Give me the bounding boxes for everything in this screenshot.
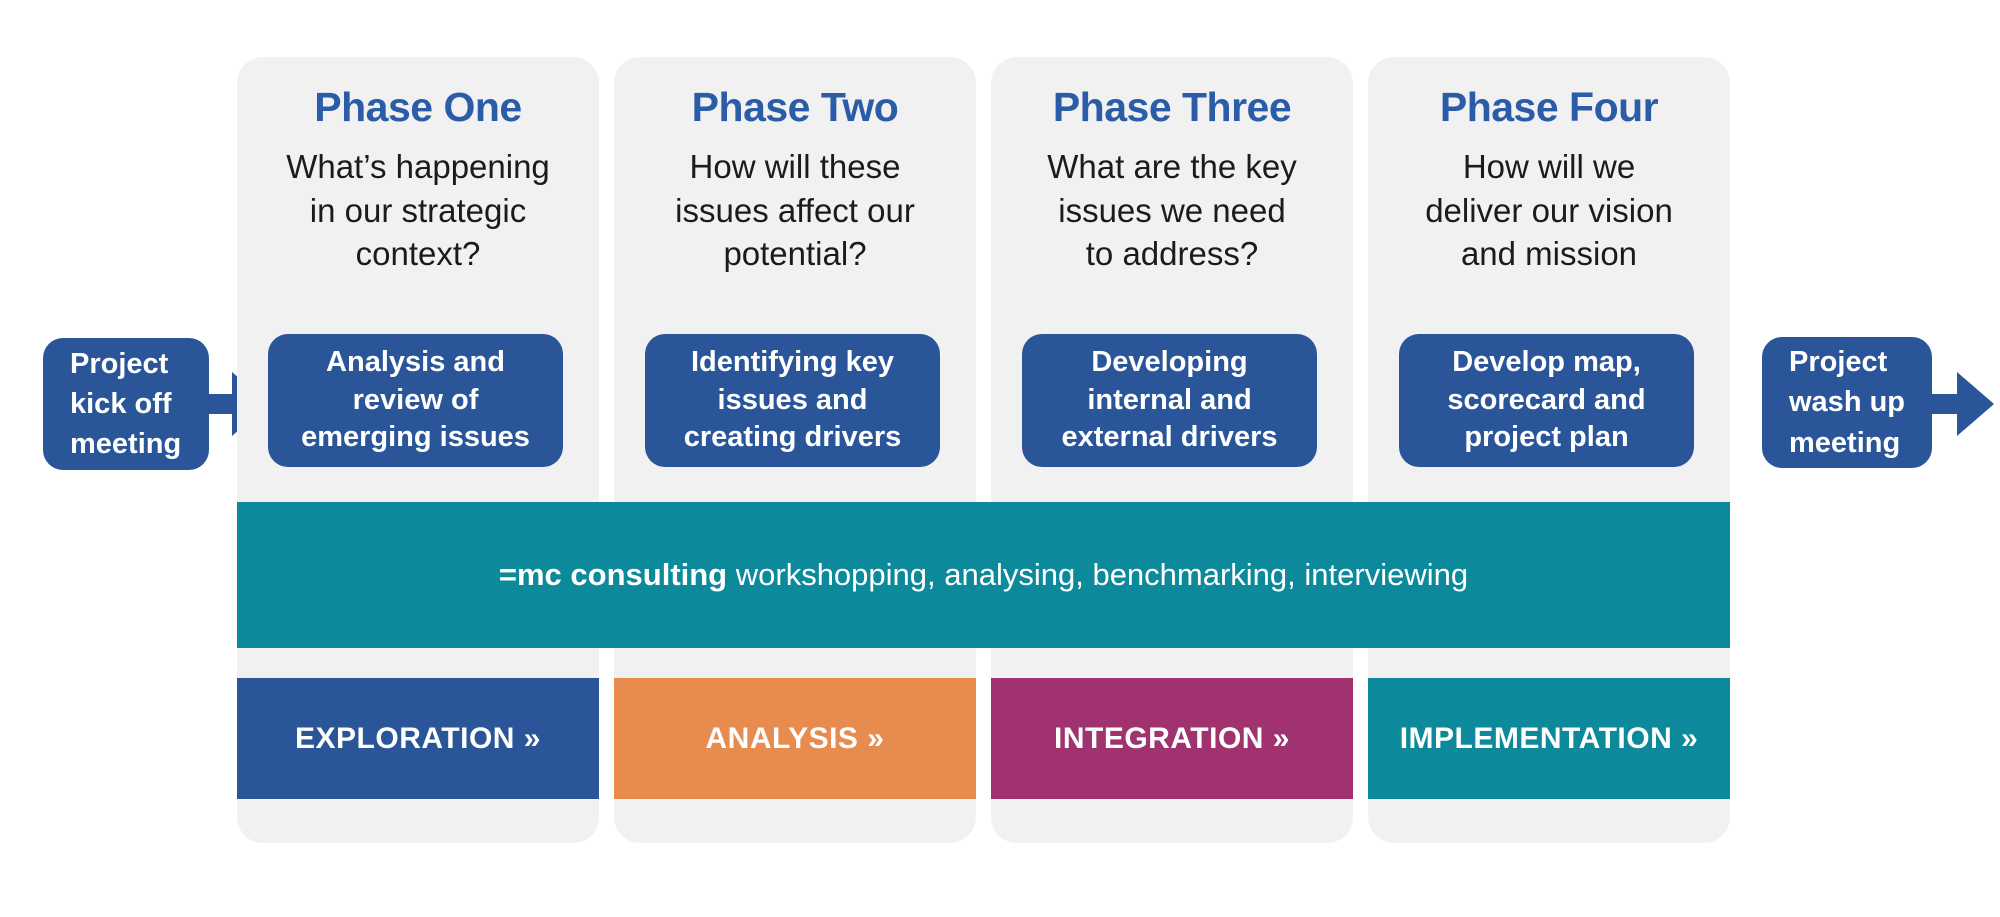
- flow-arrow-right-icon: [1930, 372, 1994, 436]
- phase-column-four: Phase Four How will we deliver our visio…: [1368, 57, 1730, 843]
- stage-band-exploration: EXPLORATION »: [237, 678, 599, 799]
- phase-title: Phase Three: [1052, 84, 1292, 130]
- washup-label: Project wash up meeting: [1789, 346, 1906, 459]
- stage-label: EXPLORATION »: [295, 721, 541, 755]
- phase-title: Phase Four: [1439, 84, 1659, 130]
- phase-question: What’s happening in our strategic contex…: [286, 148, 550, 273]
- banner-text: workshopping, analysing, benchmarking, i…: [727, 557, 1469, 592]
- stage-band-implementation: IMPLEMENTATION »: [1368, 678, 1730, 799]
- phase-column-three: Phase Three What are the key issues we n…: [991, 57, 1353, 843]
- activity-box: Develop map, scorecard and project plan: [1399, 334, 1694, 467]
- activity-box: Developing internal and external drivers: [1022, 334, 1317, 467]
- consulting-banner: =mc consulting workshopping, analysing, …: [237, 502, 1730, 648]
- activity-box: Identifying key issues and creating driv…: [645, 334, 940, 467]
- phase-column-one: Phase One What’s happening in our strate…: [237, 57, 599, 843]
- phase-column-two: Phase Two How will these issues affect o…: [614, 57, 976, 843]
- washup-box: Project wash up meeting: [1762, 337, 1932, 468]
- kickoff-label: Project kick off meeting: [70, 347, 182, 460]
- stage-label: ANALYSIS »: [705, 721, 885, 755]
- stage-band-integration: INTEGRATION »: [991, 678, 1353, 799]
- phase-title: Phase One: [314, 84, 522, 130]
- phase-question: What are the key issues we need to addre…: [1047, 148, 1297, 273]
- phase-question: How will we deliver our vision and missi…: [1425, 148, 1673, 273]
- stage-band-analysis: ANALYSIS »: [614, 678, 976, 799]
- activity-box: Analysis and review of emerging issues: [268, 334, 563, 467]
- stage-label: IMPLEMENTATION »: [1399, 721, 1699, 755]
- stage-label: INTEGRATION »: [1054, 721, 1290, 755]
- phase-question: How will these issues affect our potenti…: [675, 148, 915, 273]
- banner-brand: =mc consulting: [498, 557, 728, 592]
- phase-title: Phase Two: [691, 84, 899, 130]
- kickoff-box: Project kick off meeting: [43, 338, 209, 470]
